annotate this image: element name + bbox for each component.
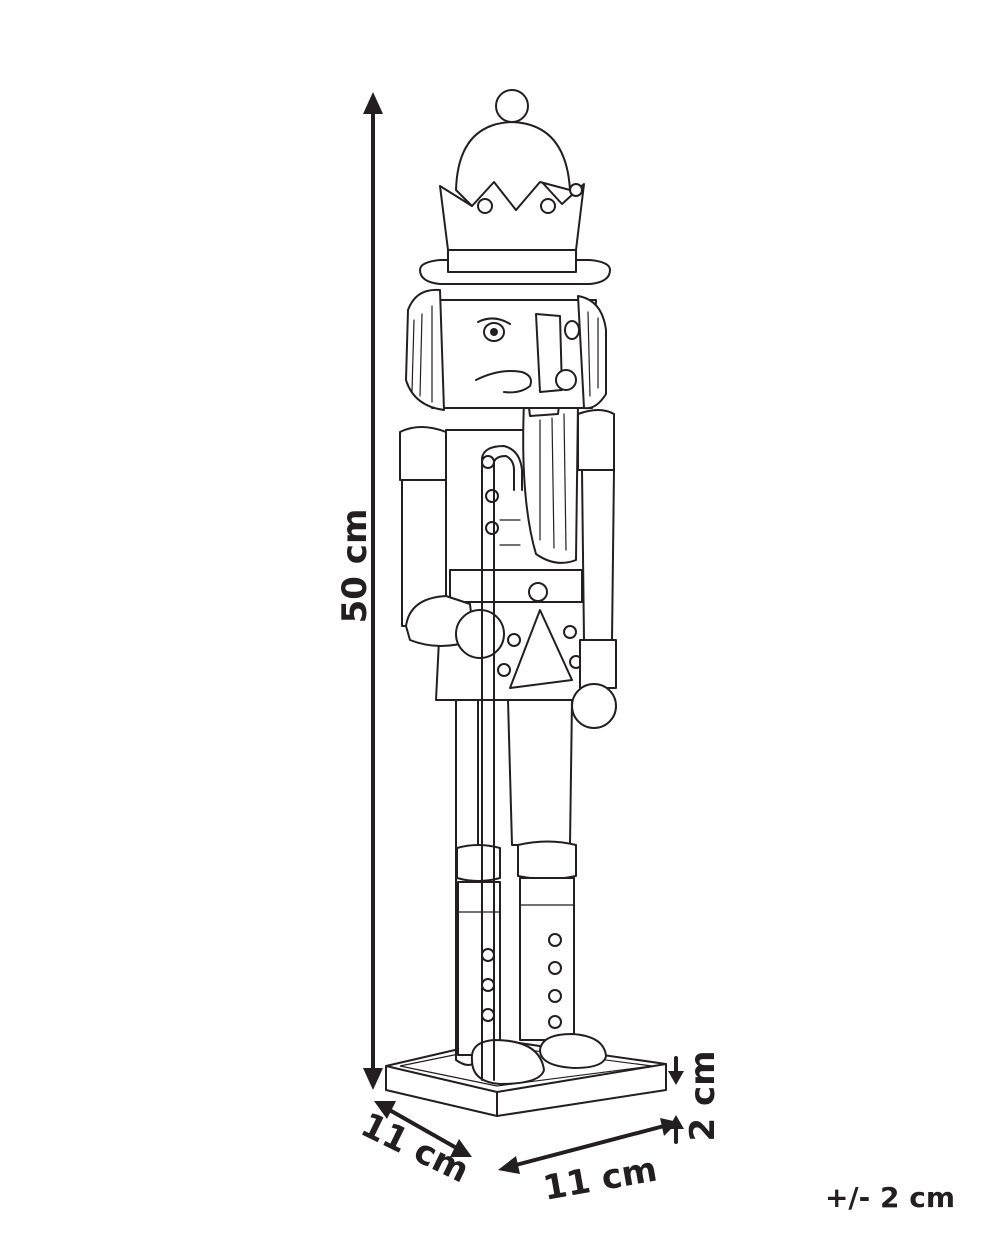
base-height-label: 2 cm [683,1050,723,1141]
base-width-dimension-line [510,1124,666,1168]
left-leg [455,699,545,1085]
head [405,288,607,411]
arrow-down-icon [668,1071,684,1085]
arrow-up-icon [668,1115,684,1129]
base-height-dimension: 2 cm [668,1050,723,1144]
arrow-up-icon [363,92,383,114]
base-depth-label: 11 cm [354,1105,475,1191]
beard [522,395,579,564]
height-label: 50 cm [335,509,375,624]
base-width-label: 11 cm [540,1150,660,1209]
base-depth-dimension-line [384,1106,462,1152]
hat [419,89,611,285]
nutcracker-figure [385,89,667,1117]
arrow-left-icon [498,1156,520,1174]
left-arm [399,426,505,659]
cane [481,445,523,1081]
arrow-down-icon [363,1068,383,1090]
arrow-right-icon [450,1139,472,1157]
tolerance-note: +/- 2 cm [825,1181,955,1214]
base-depth-dimension: 11 cm [354,1101,475,1191]
base-width-dimension: 11 cm [498,1118,678,1209]
right-arm [571,409,617,729]
arrow-left-icon [374,1101,396,1119]
right-leg [507,699,607,1069]
height-dimension: 50 cm [335,92,383,1090]
